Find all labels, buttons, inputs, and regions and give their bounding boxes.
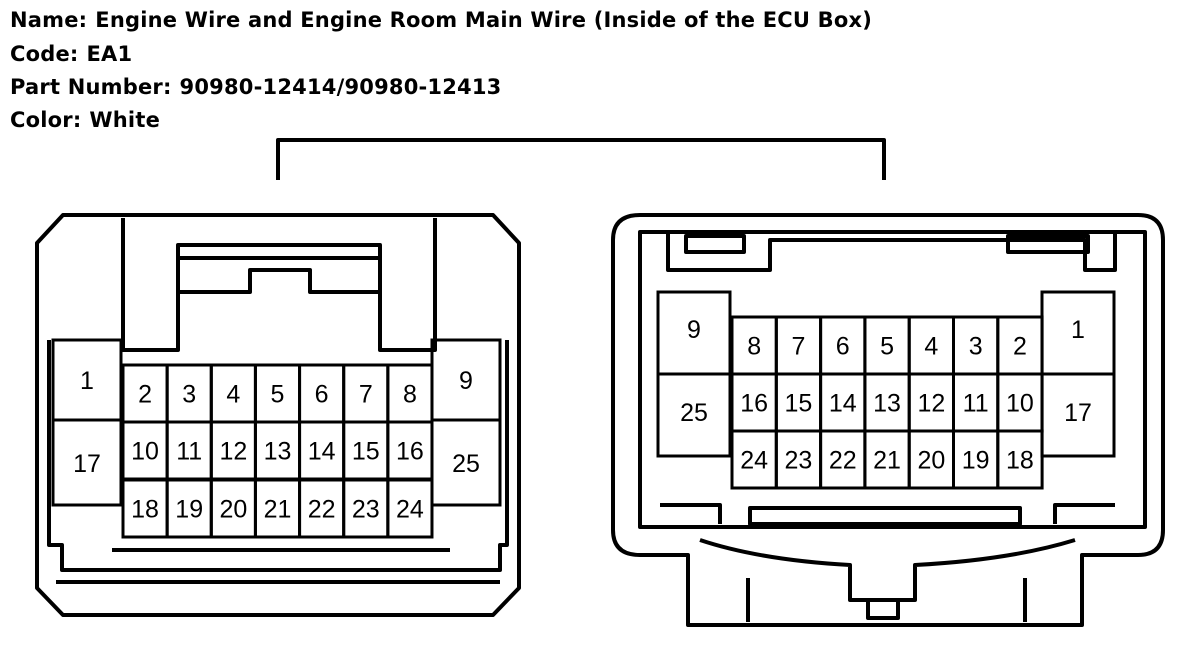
left-pin-number: 19: [175, 496, 203, 524]
left-pin-number: 24: [396, 496, 424, 524]
left-pin-number: 15: [352, 438, 380, 466]
right-pin-25: 25: [680, 399, 708, 427]
left-pin-number: 8: [403, 381, 417, 409]
left-pin-number: 6: [315, 381, 329, 409]
left-pin-number: 20: [219, 496, 247, 524]
right-pin-number: 7: [791, 333, 805, 361]
right-pin-number: 22: [829, 447, 857, 475]
left-pin-number: 12: [219, 438, 247, 466]
color-label: Color:: [10, 108, 82, 132]
right-pin-number: 11: [963, 390, 989, 418]
right-connector-housing: [611, 213, 1165, 627]
left-connector-housing: [35, 213, 521, 617]
left-pin-number: 14: [308, 438, 336, 466]
color-line: Color: White: [10, 108, 160, 132]
left-cavity: [386, 478, 434, 539]
right-cavity: [996, 429, 1044, 490]
code-label: Code:: [10, 42, 79, 66]
right-pin-number: 14: [829, 390, 857, 418]
left-pin-17: 17: [73, 450, 101, 478]
left-pin-25: 25: [452, 450, 480, 478]
left-pin-number: 22: [308, 496, 336, 524]
left-pin-number: 2: [138, 381, 152, 409]
right-cavity-numbers: 9 25 1 17 8 7 6 5 4 3 2 16 15 14 13 12 11 10 24 23 22 21 2…: [680, 316, 1092, 475]
right-pin-number: 18: [1006, 447, 1034, 475]
right-pin-number: 8: [747, 333, 761, 361]
left-pin-number: 11: [176, 438, 202, 466]
right-cavity-25: [656, 372, 732, 458]
name-label: Name:: [10, 8, 88, 32]
left-pin-1: 1: [80, 367, 94, 395]
part-number-line: Part Number: 90980-12414/90980-12413: [10, 75, 502, 99]
left-pin-number: 18: [131, 496, 159, 524]
left-pin-number: 4: [226, 381, 240, 409]
name-line: Name: Engine Wire and Engine Room Main Wi…: [10, 8, 872, 32]
left-pin-number: 3: [182, 381, 196, 409]
right-pin-number: 4: [924, 333, 938, 361]
right-pin-number: 16: [740, 390, 768, 418]
right-pin-number: 6: [836, 333, 850, 361]
right-pin-number: 24: [740, 447, 768, 475]
right-pin-17: 17: [1064, 399, 1092, 427]
part-number-label: Part Number:: [10, 75, 172, 99]
left-pin-number: 23: [352, 496, 380, 524]
left-pin-number: 16: [396, 438, 424, 466]
left-pin-number: 10: [131, 438, 159, 466]
left-pin-number: 5: [271, 381, 285, 409]
right-pin-number: 5: [880, 333, 894, 361]
right-pin-9: 9: [687, 316, 701, 344]
color-value: White: [89, 108, 161, 132]
left-pin-9: 9: [459, 367, 473, 395]
right-pin-number: 15: [785, 390, 813, 418]
name-value: Engine Wire and Engine Room Main Wire (I…: [95, 8, 873, 32]
right-pin-number: 10: [1006, 390, 1034, 418]
right-pin-number: 23: [785, 447, 813, 475]
right-pin-number: 19: [962, 447, 990, 475]
right-pin-number: 2: [1013, 333, 1027, 361]
right-pin-number: 21: [873, 447, 901, 475]
code-value: EA1: [86, 42, 133, 66]
left-pin-number: 21: [264, 496, 292, 524]
right-pin-number: 13: [873, 390, 901, 418]
part-number-value: 90980-12414/90980-12413: [179, 75, 502, 99]
left-cavity-17: [51, 418, 123, 507]
left-pin-number: 7: [359, 381, 373, 409]
right-pin-number: 20: [917, 447, 945, 475]
left-pin-number: 13: [264, 438, 292, 466]
code-line: Code: EA1: [10, 42, 132, 66]
right-pin-number: 3: [969, 333, 983, 361]
right-pin-1: 1: [1071, 316, 1085, 344]
view-bracket: [276, 138, 886, 180]
right-pin-number: 12: [917, 390, 945, 418]
